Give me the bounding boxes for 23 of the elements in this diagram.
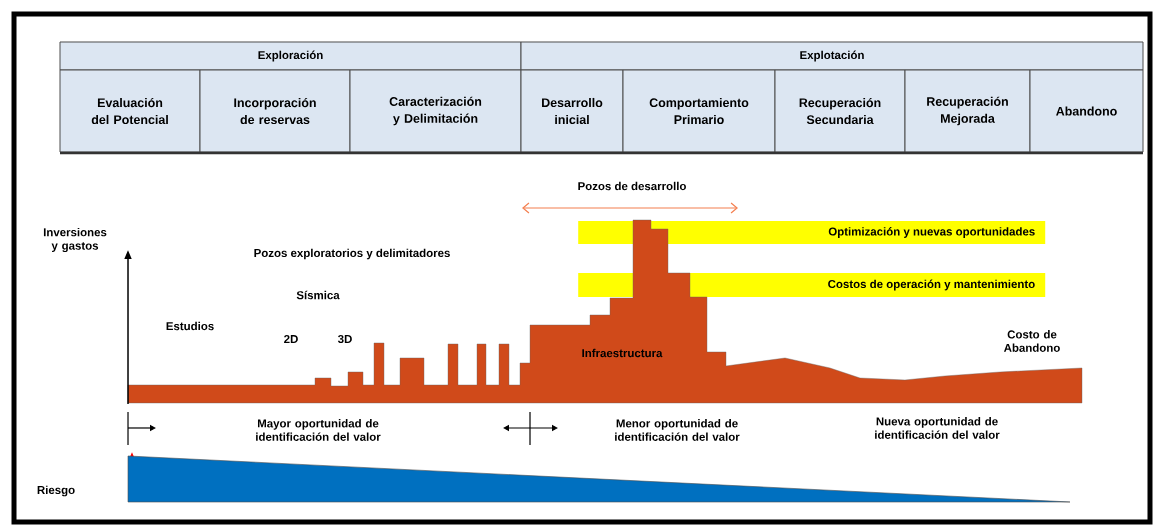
annotation-text: Estudios (166, 321, 214, 331)
annotation-text: Mayor oportunidad de identificación del valor (256, 419, 381, 441)
stage-cell: Comportamiento Primario (622, 69, 776, 153)
stage-cell: Desarrollo inicial (520, 69, 624, 153)
axis-label: Inversiones y gastos (43, 227, 107, 253)
stage-cell: Recuperación Mejorada (904, 69, 1031, 153)
annotation-text: Sísmica (296, 290, 340, 300)
highlight-band: Optimización y nuevas oportunidades (578, 221, 1046, 244)
stage-cell: Recuperación Secundaria (774, 69, 906, 153)
annotation-text: 2D (284, 335, 298, 343)
annotation-text: Menor oportunidad de identificación del valor (615, 419, 740, 441)
stage-cell: Evaluación del Potencial (59, 69, 201, 153)
annotation-text: Pozos exploratorios y delimitadores (254, 248, 450, 260)
annotation-text: Infraestructura (582, 348, 663, 358)
annotation-text: Pozos de desarrollo (578, 181, 686, 191)
annotation-text: 3D (337, 334, 352, 344)
phase-header-cell: Exploración (59, 41, 522, 71)
stage-cell: Caracterización y Delimitación (349, 69, 522, 153)
annotation-text: Costo de Abandono (1003, 330, 1060, 352)
stage-cell: Abandono (1029, 69, 1144, 153)
stage-cell: Incorporación de reservas (199, 69, 351, 153)
annotation-text: Nueva oportunidad de identificación del valor (875, 417, 1000, 439)
axis-label: Riesgo (37, 485, 75, 497)
